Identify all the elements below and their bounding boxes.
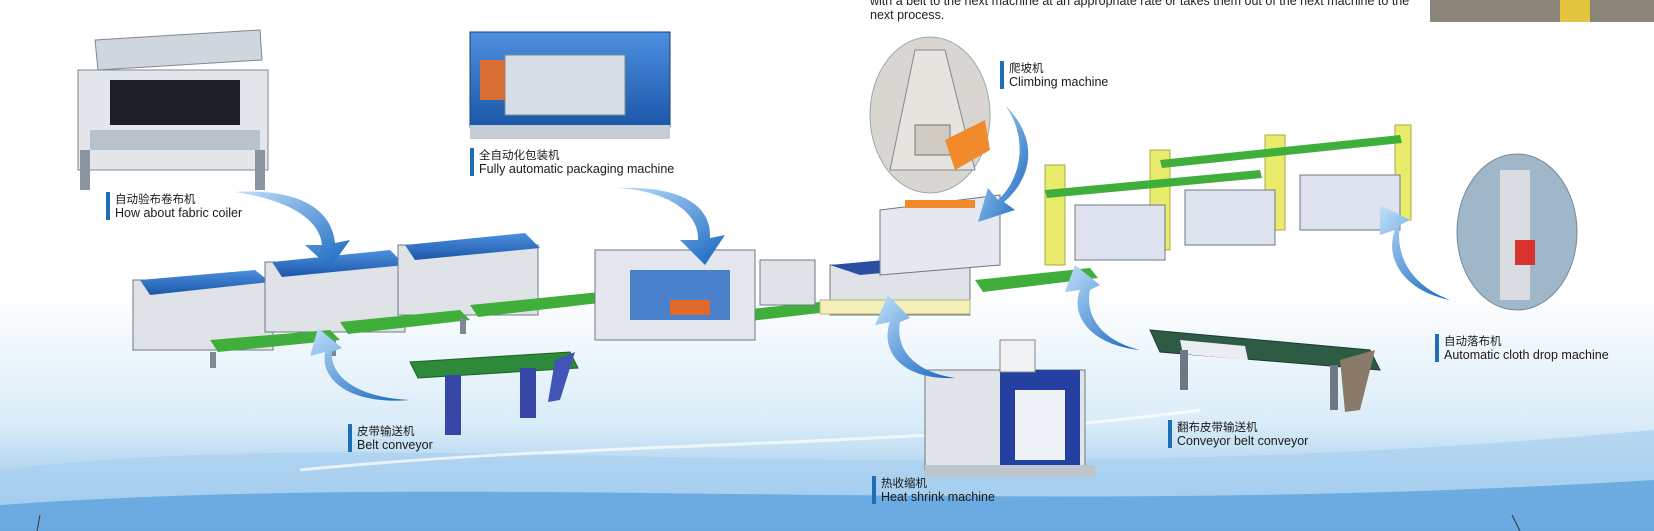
arrows — [235, 105, 1450, 401]
climbing-machine-photo — [869, 36, 991, 194]
label-heat-shrink: 热收缩机 Heat shrink machine — [872, 476, 995, 504]
label-heat-shrink-en: Heat shrink machine — [881, 490, 995, 504]
label-cloth-drop: 自动落布机 Automatic cloth drop machine — [1435, 334, 1609, 362]
line-cloth-drop-frames — [879, 124, 1412, 276]
label-belt-conveyor: 皮带输送机 Belt conveyor — [348, 424, 433, 452]
intro-line-2: next process. — [870, 8, 945, 22]
label-cloth-drop-cn: 自动落布机 — [1444, 334, 1502, 348]
label-heat-shrink-cn: 热收缩机 — [881, 476, 927, 490]
intro-text: with a belt to the next machine at an ap… — [870, 0, 1410, 22]
heat-shrink-machine-image — [924, 339, 1095, 477]
label-fabric-coiler-en: How about fabric coiler — [115, 206, 243, 220]
fabric-coiler-machine-image — [77, 29, 269, 190]
intro-line-1: with a belt to the next machine at an ap… — [870, 0, 1410, 8]
label-fabric-coiler: 自动验布卷布机 How about fabric coiler — [106, 192, 242, 220]
label-packaging-en: Fully automatic packaging machine — [479, 162, 675, 176]
arrow-heat-shrink — [875, 295, 955, 379]
label-packaging: 全自动化包装机 Fully automatic packaging machin… — [470, 148, 674, 176]
label-belt-conveyor-en: Belt conveyor — [357, 438, 433, 452]
flip-conveyor-image — [1149, 329, 1381, 412]
label-climbing-cn: 爬坡机 — [1009, 61, 1044, 75]
label-flip-conveyor-cn: 翻布皮带输送机 — [1177, 420, 1258, 434]
arrow-flip-conveyor — [1065, 265, 1140, 350]
line-packaging-unit — [594, 249, 816, 341]
belt-conveyor-image — [409, 351, 579, 435]
label-cloth-drop-en: Automatic cloth drop machine — [1444, 348, 1609, 362]
cloth-drop-machine-photo — [1456, 153, 1578, 311]
arrow-packaging — [615, 187, 725, 265]
arrow-climbing — [978, 105, 1029, 222]
arrow-belt-conveyor — [310, 328, 410, 401]
label-flip-conveyor: 翻布皮带输送机 Conveyor belt conveyor — [1168, 420, 1308, 448]
arrow-fabric-coiler — [235, 191, 350, 268]
line-belts — [210, 268, 1098, 368]
label-belt-conveyor-cn: 皮带输送机 — [357, 424, 415, 438]
label-fabric-coiler-cn: 自动验布卷布机 — [115, 192, 196, 206]
label-climbing: 爬坡机 Climbing machine — [1000, 61, 1108, 89]
label-flip-conveyor-en: Conveyor belt conveyor — [1177, 434, 1309, 448]
packaging-machine-image — [469, 31, 671, 139]
label-packaging-cn: 全自动化包装机 — [479, 148, 560, 162]
arrow-cloth-drop — [1380, 205, 1450, 300]
label-climbing-en: Climbing machine — [1009, 75, 1109, 89]
